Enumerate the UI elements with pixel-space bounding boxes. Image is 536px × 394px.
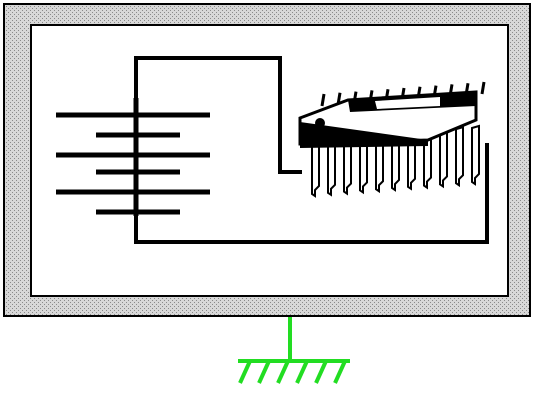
chip-label-area <box>375 97 440 109</box>
ground-hatch-line <box>314 360 328 384</box>
chip-leg <box>455 125 464 188</box>
ground-symbol-icon <box>238 317 350 384</box>
battery-stack-icon <box>56 98 210 216</box>
shielded-enclosure <box>3 3 531 317</box>
chip-legs <box>311 81 486 198</box>
bottom-wire <box>134 143 489 244</box>
chip-leg <box>439 127 448 189</box>
integrated-circuit-chip-icon <box>298 81 486 198</box>
ground-hatch-line <box>257 360 271 384</box>
chip-side-face <box>300 122 428 148</box>
chip-back-leg <box>320 93 326 107</box>
top-wire <box>134 56 302 174</box>
chip-back-leg <box>480 81 486 95</box>
enclosure-inner-panel <box>30 24 509 297</box>
ground-hatch-line <box>295 360 309 384</box>
circuit-wires <box>134 56 489 244</box>
chip-notch <box>315 118 325 128</box>
chip-leg <box>471 124 480 186</box>
ground-hatch-line <box>276 360 290 384</box>
ground-hatch-line <box>333 360 347 384</box>
ground-hatch <box>238 360 347 384</box>
ground-hatch-line <box>238 360 252 384</box>
